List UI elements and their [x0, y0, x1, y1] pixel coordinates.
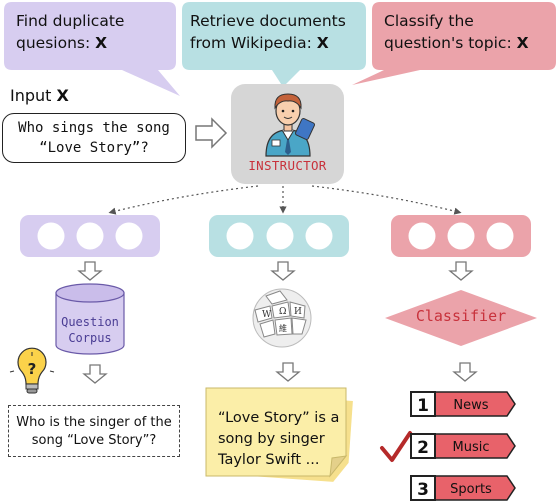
- bubble-topic-var: X: [516, 34, 529, 52]
- tag-1: 1 News: [410, 391, 516, 417]
- down-arrow-result-question: [82, 364, 108, 384]
- svg-text:W: W: [262, 310, 272, 320]
- encoder-teal: [209, 215, 349, 257]
- result-question-box: Who is the singer of the song “Love Stor…: [8, 405, 180, 457]
- tag-label: News: [453, 398, 488, 413]
- svg-text:И: И: [294, 307, 302, 317]
- tag-2: 2 Music: [410, 433, 516, 459]
- bulb-question-mark: ?: [27, 360, 37, 378]
- note-line3: Taylor Swift ...: [218, 452, 320, 468]
- category-tags: 1 News 2 Music 3 Sports: [410, 391, 516, 501]
- bubble-wikipedia-shape: [182, 2, 366, 87]
- input-label: Input X: [10, 86, 69, 105]
- tag-number: 2: [417, 438, 429, 458]
- tag-label: Music: [453, 440, 490, 455]
- input-question-box: Who sings the song “Love Story”?: [2, 113, 186, 163]
- bubble-duplicate-line2: quesions:: [16, 34, 96, 52]
- note-line1: “Love Story” is a: [218, 410, 340, 426]
- bubble-duplicate-var: X: [95, 34, 108, 52]
- bubble-wikipedia-var: X: [316, 34, 329, 52]
- down-arrow-note: [275, 362, 301, 382]
- bubble-topic-line1: Classify the: [384, 12, 474, 30]
- tag-number: 1: [417, 396, 429, 416]
- instructor-person-icon: [265, 93, 315, 157]
- bubble-wikipedia-line2: from Wikipedia:: [190, 34, 317, 52]
- sticky-note: [205, 387, 353, 482]
- tag-number-box: [410, 433, 436, 459]
- tag-3: 3 Sports: [410, 475, 516, 501]
- lightbulb-icon: [9, 347, 55, 394]
- classifier-diamond: [385, 290, 537, 346]
- bubble-topic-shape: [352, 2, 556, 85]
- dotted-arrow-left: [108, 185, 259, 215]
- tag-number-box: [410, 391, 436, 417]
- instructor-label: INSTRUCTOR: [248, 158, 327, 173]
- svg-text:Ω: Ω: [279, 307, 286, 317]
- question-corpus-cylinder: [55, 283, 125, 355]
- down-arrow-classifier: [448, 261, 474, 281]
- bubble-wikipedia-text: Retrieve documents from Wikipedia: X: [190, 10, 346, 54]
- check-mark-icon: [380, 431, 412, 462]
- down-arrow-wiki: [270, 261, 296, 281]
- encoder-purple: [20, 215, 160, 257]
- input-question-line2: “Love Story”?: [39, 140, 149, 156]
- down-arrow-corpus: [77, 261, 103, 281]
- bubble-wikipedia-line1: Retrieve documents: [190, 12, 346, 30]
- dotted-arrow-right: [311, 185, 462, 215]
- tag-label: Sports: [450, 482, 492, 497]
- corpus-label-line1: Question: [61, 315, 119, 329]
- input-label-text: Input: [10, 86, 57, 105]
- result-question-line2: song “Love Story”?: [31, 433, 157, 448]
- tag-number-box: [410, 475, 436, 501]
- bubble-duplicate-line1: Find duplicate: [16, 12, 125, 30]
- bubble-duplicate-text: Find duplicate quesions: X: [16, 10, 124, 54]
- input-to-instructor-arrow: [195, 117, 228, 149]
- down-arrow-tags: [452, 362, 478, 382]
- bubble-topic-text: Classify the question's topic: X: [384, 10, 529, 54]
- corpus-label-line2: Corpus: [68, 331, 112, 345]
- classifier-label: Classifier: [415, 307, 507, 325]
- bubble-duplicate-shape: [4, 2, 180, 96]
- result-question-line1: Who is the singer of the: [16, 415, 172, 430]
- note-line2: song by singer: [218, 431, 325, 447]
- bubble-topic-line2: question's topic:: [384, 34, 517, 52]
- input-question-line1: Who sings the song: [18, 120, 170, 136]
- input-label-var: X: [56, 86, 69, 105]
- svg-text:維: 維: [279, 323, 287, 333]
- tag-number: 3: [417, 480, 429, 500]
- wikipedia-globe-icon: W Ω И 維: [252, 288, 312, 348]
- corpus-label: Question Corpus: [50, 314, 130, 346]
- encoder-pink: [391, 215, 531, 257]
